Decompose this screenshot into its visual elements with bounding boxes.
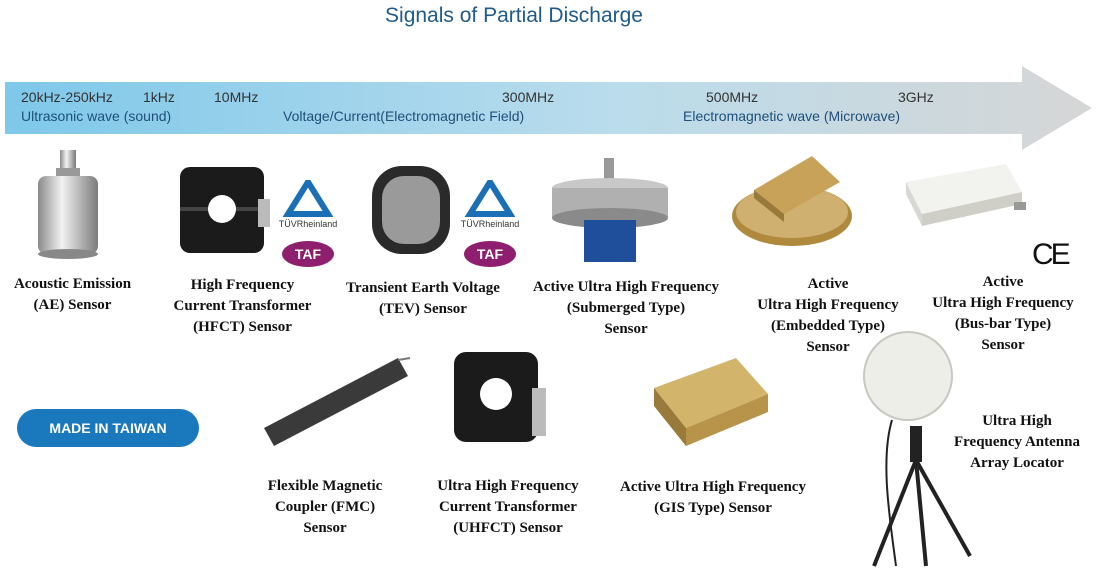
taf-text: TAF (295, 246, 322, 262)
sensor-caption-tev: Transient Earth Voltage (TEV) Sensor (346, 280, 500, 317)
freq-label: 1kHz (143, 89, 175, 105)
sensor-caption-busbar-uhf: Active Ultra High Frequency (Bus-bar Typ… (932, 274, 1074, 353)
sensor-caption-gis-uhf: Active Ultra High Frequency (GIS Type) S… (620, 479, 806, 516)
band-label: Electromagnetic wave (Microwave) (683, 108, 901, 124)
embedded-uhf-image (732, 156, 852, 246)
tuv-taf-logo: TÜVRheinland TAF (279, 180, 338, 267)
taf-text: TAF (477, 246, 504, 262)
sensor-caption-ae: Acoustic Emission (AE) Sensor (13, 276, 132, 313)
ae-sensor-image (38, 150, 98, 259)
band-label: Voltage/Current(Electromagnetic Field) (283, 108, 525, 124)
busbar-uhf-image (906, 164, 1026, 226)
hfct-sensor-image (180, 167, 270, 253)
antenna-locator-image (863, 331, 972, 567)
tuv-text: TÜVRheinland (461, 219, 520, 229)
tuv-text: TÜVRheinland (279, 219, 338, 229)
uhfct-sensor-image (454, 352, 546, 442)
sensor-caption-hfct: High Frequency Current Transformer (HFCT… (173, 277, 312, 335)
sensor-caption-submerged-uhf: Active Ultra High Frequency (Submerged T… (533, 279, 719, 337)
band-label: Ultrasonic wave (sound) (21, 108, 172, 124)
fmc-sensor-image (264, 357, 411, 446)
gis-uhf-image (654, 358, 768, 446)
made-in-taiwan-badge: MADE IN TAIWAN (17, 409, 199, 447)
sensor-caption-embedded-uhf: Active Ultra High Frequency (Embedded Ty… (757, 276, 899, 355)
freq-label: 3GHz (898, 89, 934, 105)
sensor-caption-uhfct: Ultra High Frequency Current Transformer… (437, 478, 579, 536)
tev-sensor-image (372, 166, 450, 254)
freq-label: 10MHz (214, 89, 259, 105)
ce-mark: CE (1032, 238, 1071, 271)
freq-label: 20kHz-250kHz (21, 89, 113, 105)
sensor-caption-fmc: Flexible Magnetic Coupler (FMC) Sensor (267, 478, 383, 536)
sensor-caption-antenna-locator: Ultra High Frequency Antenna Array Locat… (954, 413, 1080, 471)
submerged-uhf-image (552, 158, 668, 262)
spectrum-arrow (5, 66, 1092, 150)
page-title: Signals of Partial Discharge (385, 4, 643, 27)
tuv-taf-logo: TÜVRheinland TAF (461, 180, 520, 267)
freq-label: 500MHz (706, 89, 759, 105)
freq-label: 300MHz (502, 89, 555, 105)
